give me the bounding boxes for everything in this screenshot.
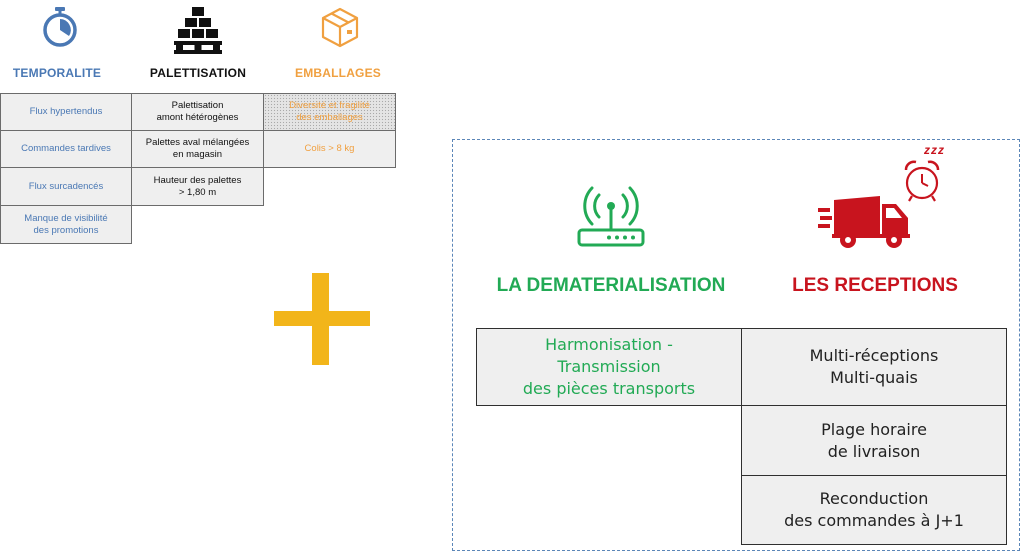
header-palettisation: PALETTISATION: [149, 66, 247, 80]
dematerialisation-title: LA DEMATERIALISATION: [496, 275, 726, 296]
dashed-panel: [452, 139, 1020, 551]
receptions-title: LES RECEPTIONS: [792, 275, 958, 296]
temporalite-cell: Commandes tardives: [0, 130, 132, 168]
palettisation-cell: Hauteur des palettes > 1,80 m: [131, 167, 264, 206]
temporalite-cell: Flux hypertendus: [0, 93, 132, 131]
dematerialisation-cell: Harmonisation - Transmission des pièces …: [476, 328, 742, 406]
temporalite-cell: Manque de visibilité des promotions: [0, 205, 132, 244]
temporalite-cell: Flux surcadencés: [0, 167, 132, 206]
palettisation-cell: Palettisation amont hétérogènes: [131, 93, 264, 131]
header-temporalite: TEMPORALITE: [12, 66, 102, 80]
alarm-clock-icon: [904, 160, 940, 202]
stopwatch-icon: [43, 7, 77, 47]
sleep-zzz-text: zzz: [924, 143, 945, 157]
pallet-boxes-icon: [174, 7, 222, 54]
palettisation-cell: Palettes aval mélangées en magasin: [131, 130, 264, 168]
package-box-icon: [321, 7, 359, 48]
receptions-cell: Reconduction des commandes à J+1: [741, 475, 1007, 545]
receptions-cell: Plage horaire de livraison: [741, 405, 1007, 476]
plus-icon: [274, 273, 370, 365]
emballages-cell: Diversité et fragilité des emballages: [263, 93, 396, 131]
wifi-router-icon: [577, 186, 645, 247]
receptions-cell: Multi-réceptions Multi-quais: [741, 328, 1007, 406]
emballages-cell: Colis > 8 kg: [263, 130, 396, 168]
header-emballages: EMBALLAGES: [295, 66, 381, 80]
delivery-truck-icon: [818, 196, 910, 248]
